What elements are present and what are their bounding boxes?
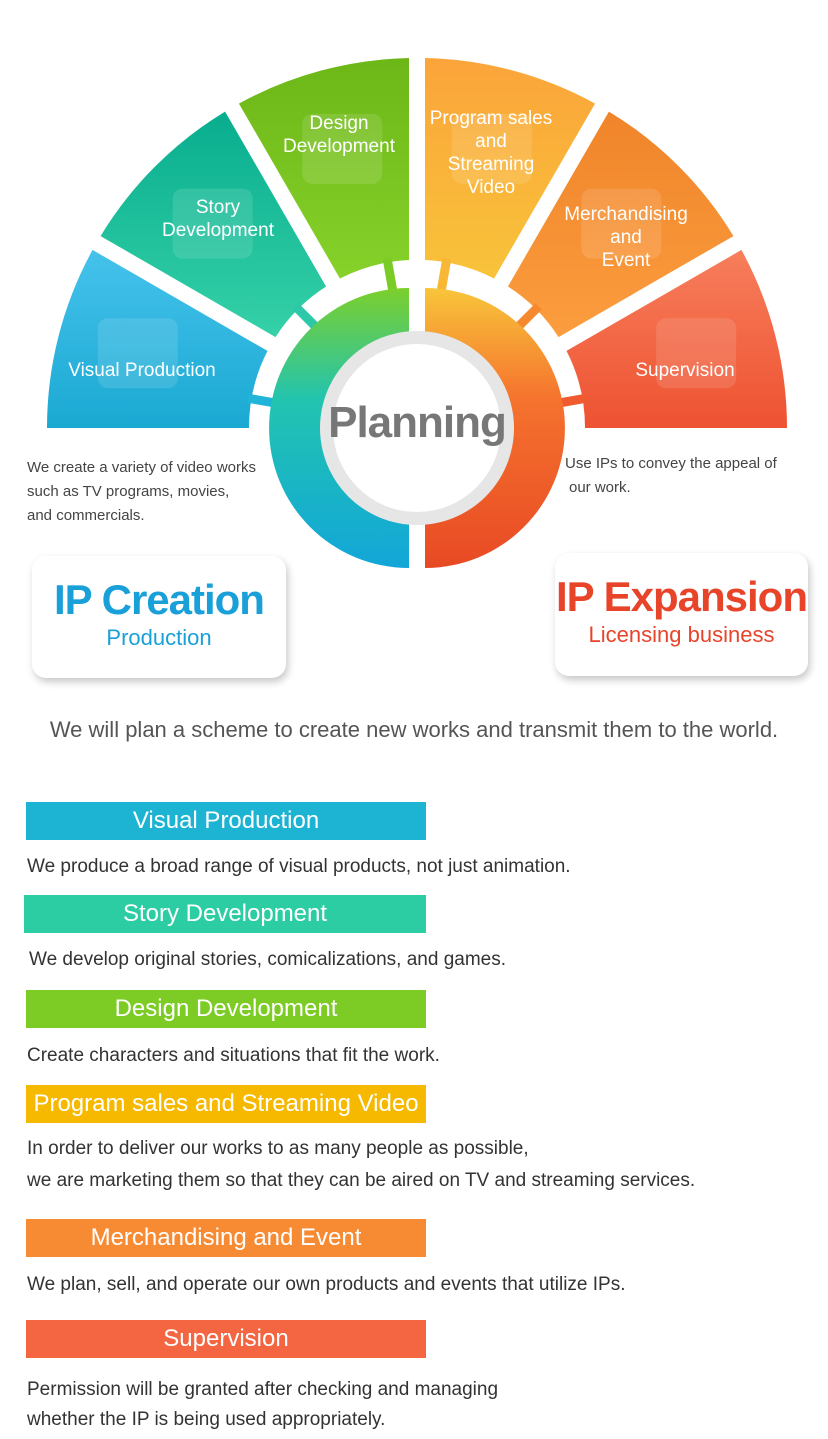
section-text-design-development: Create characters and situations that fi… <box>27 1045 440 1066</box>
pencil-frame-icon <box>302 113 383 184</box>
ip-expansion-description: Use IPs to convey the appeal of our work… <box>565 452 777 500</box>
label-line: Event <box>601 250 651 271</box>
label-line: Development <box>162 220 274 241</box>
section-bar-program-sales: Program sales and Streaming Video <box>26 1085 426 1123</box>
planning-fan-diagram <box>46 58 788 568</box>
section-bar-design-development: Design Development <box>26 990 426 1028</box>
section-text-program-sales: In order to deliver our works to as many… <box>27 1133 695 1197</box>
wedge-supervision[interactable] <box>566 249 788 428</box>
section-bar-story-development: Story Development <box>24 895 426 933</box>
ip-creation-subtitle: Production <box>106 625 212 650</box>
section-text-supervision: Permission will be granted after checkin… <box>27 1375 498 1435</box>
tagline: We will plan a scheme to create new work… <box>49 717 779 742</box>
label-line: and <box>475 131 507 152</box>
connector-line <box>436 257 452 293</box>
planning-label: Planning <box>328 398 507 447</box>
wedge-design-development[interactable] <box>238 58 409 279</box>
ip-expansion-title: IP Expansion <box>556 573 808 620</box>
book-icon <box>172 188 253 259</box>
wedge-story-development[interactable] <box>100 111 327 338</box>
wedge-label-story-development[interactable]: Story Development <box>162 196 274 242</box>
label-line: Merchandising <box>564 204 688 225</box>
play-icon <box>451 113 532 184</box>
planning-center <box>333 344 501 512</box>
ip-creation-description: We create a variety of video works such … <box>27 456 256 528</box>
ip-expansion-subtitle: Licensing business <box>588 622 775 647</box>
wedge-label-supervision[interactable]: Supervision <box>635 360 735 381</box>
camera-icon <box>97 318 178 389</box>
connector-line <box>382 257 398 293</box>
text-line: we are marketing them so that they can b… <box>27 1170 696 1191</box>
wedge-label-merchandising[interactable]: Merchandising and Event <box>564 203 688 272</box>
people-icon <box>656 318 737 389</box>
section-text-visual-production: We produce a broad range of visual produ… <box>27 856 571 877</box>
wedge-label-visual-production[interactable]: Visual Production <box>68 360 216 381</box>
label-line: Video <box>466 177 516 198</box>
desc-line: such as TV programs, movies, <box>27 483 230 500</box>
wedge-label-design-development[interactable]: Design Development <box>283 112 395 158</box>
ip-creation-title: IP Creation <box>54 576 265 623</box>
desc-line: our work. <box>569 479 631 496</box>
wedge-merchandising[interactable] <box>507 111 734 338</box>
ip-expansion-card: IP Expansion Licensing business <box>555 553 808 676</box>
wedge-program-sales[interactable] <box>425 58 596 279</box>
label-line: Development <box>283 136 395 157</box>
text-line: whether the IP is being used appropriate… <box>27 1409 386 1430</box>
ip-creation-card: IP Creation Production <box>32 556 286 678</box>
label-line: and <box>610 227 642 248</box>
text-line: Permission will be granted after checkin… <box>27 1379 499 1400</box>
section-bar-merchandising: Merchandising and Event <box>26 1219 426 1257</box>
desc-line: and commercials. <box>27 507 145 524</box>
section-bar-visual-production: Visual Production <box>26 802 426 840</box>
wedge-label-program-sales[interactable]: Program sales and Streaming Video <box>430 107 553 199</box>
desc-line: Use IPs to convey the appeal of <box>565 455 777 472</box>
label-line: Story <box>195 197 241 218</box>
wedge-visual-production[interactable] <box>46 249 268 428</box>
flag-icon <box>581 188 662 259</box>
label-line: Streaming <box>447 154 535 175</box>
section-bar-supervision: Supervision <box>26 1320 426 1358</box>
label-line: Program sales <box>429 108 553 129</box>
label-line: Design <box>309 113 369 134</box>
desc-line: We create a variety of video works <box>27 459 256 476</box>
section-text-merchandising: We plan, sell, and operate our own produ… <box>27 1274 626 1295</box>
section-text-story-development: We develop original stories, comicalizat… <box>29 949 506 970</box>
text-line: In order to deliver our works to as many… <box>27 1138 529 1159</box>
